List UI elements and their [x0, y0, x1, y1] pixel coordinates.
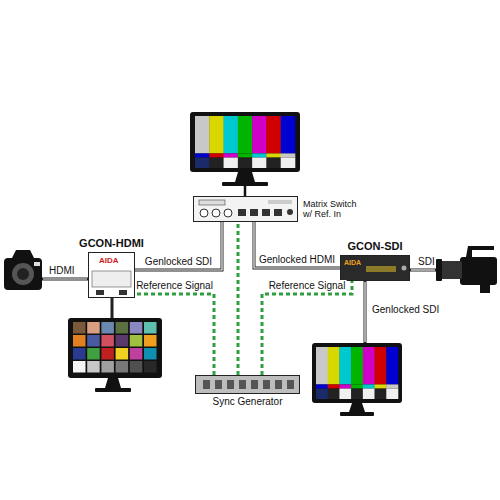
edge-label: Genlocked SDI: [144, 256, 213, 267]
edge-label: Genlocked HDMI: [258, 254, 336, 265]
signal-name: SDI: [417, 256, 436, 267]
reference-cable: [237, 222, 240, 375]
signal-name: HDMI: [48, 265, 76, 276]
camcorder: [436, 246, 497, 293]
brand-logo: AIDA: [99, 257, 119, 266]
node-label: GCON-SDI: [348, 240, 403, 253]
edge-label: Reference Signal: [135, 280, 214, 291]
left-monitor: [68, 318, 162, 392]
node-label: Sync Generator: [212, 396, 282, 408]
matrix-switch: Matrix Switch w/ Ref. In: [193, 196, 298, 222]
node-label: GCON-HDMI: [79, 237, 144, 250]
cable-core: [254, 222, 340, 268]
node-label: Matrix Switch w/ Ref. In: [303, 199, 367, 220]
signal-name: Genlocked SDI: [371, 304, 440, 315]
hdmi-cable: [254, 222, 340, 268]
cable-core: [135, 222, 222, 270]
edge-label: Reference Signal: [268, 280, 347, 291]
reference-cable: [262, 281, 352, 375]
sync-generator-body: [195, 375, 300, 394]
brand-logo: AIDA: [344, 259, 361, 267]
top-monitor: [190, 112, 300, 196]
gcon-sdi-body: [340, 255, 410, 281]
reference-cable: [135, 294, 214, 375]
gcon-sdi-converter: GCON-SDI: [340, 255, 410, 281]
matrix-switch-body: [193, 196, 298, 222]
sdi-cable: [135, 222, 222, 270]
gcon-hdmi-body: [88, 252, 135, 298]
sync-generator: Sync Generator: [195, 375, 300, 394]
dslr-camera: [4, 250, 42, 290]
right-monitor: [312, 343, 402, 416]
